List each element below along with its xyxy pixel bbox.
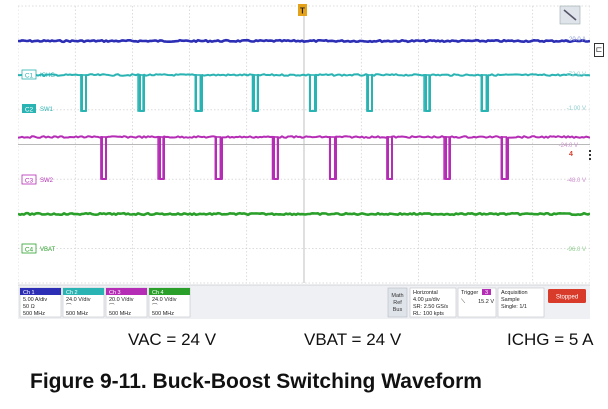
graticule-grid (18, 5, 590, 284)
ch3-box-coupling: ⌒ (109, 303, 115, 310)
ch2-box-scale: 24.0 V/div (66, 297, 91, 303)
condition-vac: VAC = 24 V (128, 330, 217, 349)
ch4-name: VBAT (40, 247, 56, 253)
channel-3-settings[interactable]: Ch 3 20.0 V/div ⌒ 500 MHz (105, 287, 148, 318)
pulse-sw1-2 (137, 74, 144, 112)
trigger-settings[interactable]: Trigger 3 ⟍ 15.2 V (457, 287, 497, 318)
acquisition-title: Acquisition (501, 290, 528, 296)
horizontal-settings[interactable]: Horizontal 4.00 µs/div SR: 2.50 GS/s RL:… (409, 287, 457, 318)
horizontal-title: Horizontal (413, 290, 438, 296)
pulse-sw1-3 (194, 74, 202, 112)
offset-label-r5: -48.0 V (567, 178, 586, 184)
ref-label: Ref (393, 300, 402, 306)
pulse-sw1-1 (80, 74, 87, 112)
horizontal-scale: 4.00 µs/div (413, 297, 440, 303)
condition-ichg: ICHG = 5 A (507, 330, 594, 349)
pulse-sw2-3 (214, 136, 222, 180)
oscilloscope-screen: T C1 ICHG C2 SW1 C3 SW2 C4 VBAT -20. (18, 0, 590, 319)
ch3-box-scale: 20.0 V/div (109, 297, 134, 303)
horizontal-sample-rate: SR: 2.50 GS/s (413, 304, 448, 310)
side-scroll-dots[interactable] (589, 150, 592, 162)
pulse-sw2-6 (386, 136, 393, 180)
bus-label: Bus (393, 307, 403, 313)
ch4-box-title: Ch 4 (152, 290, 164, 296)
pulse-sw2-8 (500, 136, 508, 180)
offset-label-r1: -20.0 A (567, 37, 586, 43)
ch4-box-bandwidth: 500 MHz (152, 311, 174, 317)
offset-label-r6: -96.0 V (567, 247, 586, 253)
ch2-box-coupling: ⌒ (66, 303, 72, 310)
screen-corner-icon[interactable] (559, 5, 581, 25)
waveform-plot: T C1 ICHG C2 SW1 C3 SW2 C4 VBAT -20. (18, 4, 590, 319)
ch1-box-bandwidth: 500 MHz (23, 311, 45, 317)
ch2-box-bandwidth: 500 MHz (66, 311, 88, 317)
status-bar: Ch 1 5.00 A/div 50 Ω 500 MHz Ch 2 24.0 V… (18, 284, 590, 319)
channel-2-settings[interactable]: Ch 2 24.0 V/div ⌒ 500 MHz (62, 287, 105, 318)
channel-4-settings[interactable]: Ch 4 24.0 V/div ⌒ 500 MHz (148, 287, 191, 318)
trigger-title: Trigger (461, 290, 478, 296)
channel-label-ch3[interactable]: C3 SW2 (21, 174, 54, 185)
math-label: Math (391, 293, 403, 299)
pulse-sw2-4 (271, 136, 279, 180)
acquisition-mode: Sample (501, 297, 520, 303)
trigger-slope-icon: ⟍ (461, 298, 466, 305)
stopped-label: Stopped (556, 295, 578, 301)
horizontal-record-length: RL: 100 kpts (413, 311, 444, 317)
series-line-sw2 (18, 135, 590, 180)
ch1-box-title: Ch 1 (23, 290, 35, 296)
acquisition-settings[interactable]: Acquisition Sample Single: 1/1 (497, 287, 545, 318)
pulse-sw1-6 (366, 74, 373, 112)
ch1-tag: C1 (25, 73, 34, 80)
trigger-position-marker[interactable]: T (298, 4, 307, 16)
condition-vbat: VBAT = 24 V (304, 330, 402, 349)
figure-title: Figure 9-11. Buck-Boost Switching Wavefo… (30, 370, 482, 393)
pulse-sw2-5 (328, 136, 336, 180)
pulse-sw2-1 (100, 136, 107, 180)
channel-label-ch1[interactable]: C1 ICHG (21, 69, 55, 80)
math-ref-bus-button[interactable]: Math Ref Bus (387, 287, 408, 318)
offset-label-r2: -72.0 V (567, 72, 586, 78)
ch1-name: ICHG (40, 73, 55, 79)
series-line-sw1 (18, 73, 590, 112)
ch3-tag: C3 (25, 178, 34, 185)
trace-sw1 (18, 73, 590, 112)
trace-ichg (18, 38, 590, 44)
pulse-sw1-7 (423, 74, 430, 112)
pulse-sw1-8 (480, 74, 488, 112)
trigger-level: 15.2 V (478, 299, 494, 305)
pulse-sw1-5 (308, 74, 316, 112)
offset-label-r4: -24.0 V (559, 143, 578, 149)
ch3-box-bandwidth: 500 MHz (109, 311, 131, 317)
trace-sw2 (18, 135, 590, 180)
ch4-box-coupling: ⌒ (152, 303, 158, 310)
ch3-name: SW2 (40, 178, 54, 184)
side-panel-tab[interactable]: ⊏ (594, 43, 604, 57)
trigger-source: 3 (485, 290, 488, 296)
ch4-tag: C4 (25, 247, 34, 254)
channel-label-ch2[interactable]: C2 SW1 (22, 104, 54, 114)
pulse-sw2-2 (157, 136, 164, 180)
ch4-box-scale: 24.0 V/div (152, 297, 177, 303)
ch2-name: SW1 (40, 107, 54, 113)
trigger-level-marker: 4 (569, 151, 573, 158)
waveform-traces (18, 38, 590, 217)
run-stop-button[interactable]: Stopped (548, 289, 586, 303)
channel-1-settings[interactable]: Ch 1 5.00 A/div 50 Ω 500 MHz (19, 287, 62, 318)
series-line-vbat (18, 211, 590, 217)
trace-vbat (18, 211, 590, 217)
acquisition-single: Single: 1/1 (501, 304, 527, 310)
trigger-marker-label: T (300, 7, 305, 16)
ch1-box-scale: 5.00 A/div (23, 297, 47, 303)
pulse-sw2-7 (443, 136, 450, 180)
ch3-box-title: Ch 3 (109, 290, 121, 296)
ch2-box-title: Ch 2 (66, 290, 78, 296)
offset-label-r3: -1.00 V (567, 106, 586, 112)
channel-label-ch4[interactable]: C4 VBAT (21, 243, 56, 254)
ch2-tag: C2 (25, 107, 34, 114)
ch1-box-impedance: 50 Ω (23, 304, 35, 310)
pulse-sw1-4 (251, 74, 259, 112)
series-line-ichg (18, 38, 590, 44)
